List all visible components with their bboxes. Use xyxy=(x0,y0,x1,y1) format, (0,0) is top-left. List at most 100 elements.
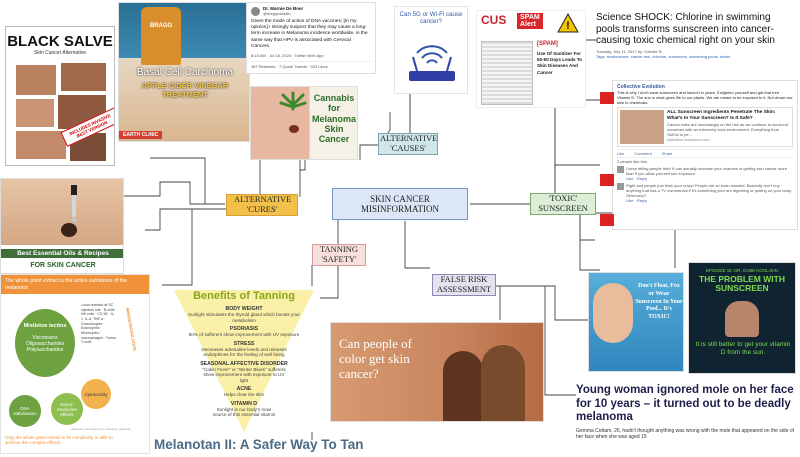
plant-node-3: Polysaccharides xyxy=(26,347,64,353)
spam-logo: CUS xyxy=(481,13,507,27)
fb-link-title: ALL Sunscreen Ingredients Penetrate The … xyxy=(667,110,776,121)
wifi-question: Can 5G or Wi-Fi cause cancer? xyxy=(399,11,463,26)
tanning-item-text: Decreases adrenaline levels and releases… xyxy=(201,346,287,358)
chlorine-article: Science SHOCK: Chlorine in swimming pool… xyxy=(596,12,796,72)
plant-immuno-label: IMMUNOMODULATION xyxy=(125,307,138,352)
triangle-bg xyxy=(174,290,314,432)
category-label: FALSE RISK ASSESSMENT xyxy=(436,274,492,294)
cannabis-card: Cannabis for Melanoma Skin Cancer xyxy=(250,86,358,160)
avatar xyxy=(251,6,260,16)
plant-node-2: Oligosaccharides xyxy=(25,341,65,347)
acv-tag: EARTH CLINIC xyxy=(119,131,163,139)
acv-bottle xyxy=(141,7,181,65)
tanning-item-heading: STRESS xyxy=(233,340,255,347)
essential-oils-card: Best Essential Oils & Recipes FOR SKIN C… xyxy=(0,178,124,274)
fb-like-button[interactable]: Like xyxy=(617,151,625,156)
color-skin-question: Can people of color get skin cancer? xyxy=(339,336,412,381)
fb-page-name: Collective Evolution xyxy=(617,84,665,90)
tanning-item-text: "Cabin Fever" or "Winter Blues" sufferer… xyxy=(202,366,286,383)
fb-likes-count: 2 people like this. xyxy=(617,159,648,164)
tweet-card: Dr. Marnie De Boer @drsgrpdoa4th Given t… xyxy=(246,2,376,74)
acv-brand: BRAGG xyxy=(149,23,173,29)
tanning-item-heading: VITAMIN D xyxy=(230,400,258,407)
video-caption: It is still better to get your vitamin D… xyxy=(695,341,791,356)
tweet-text: Given the mode of action of DNA vaccines… xyxy=(251,19,368,49)
mistletoe-diagram: The whole plant extract is the active su… xyxy=(0,274,150,454)
plant-cyto-node: Cytotoxicity xyxy=(81,379,111,409)
skin-photo-3 xyxy=(16,99,54,127)
center-node-label: SKIN CANCER MISINFORMATION xyxy=(360,193,439,214)
cannabis-text: Cannabis for Melanoma Skin Cancer xyxy=(311,93,356,145)
tweet-author-name: Dr. Marnie De Boer xyxy=(263,6,304,11)
tanning-title: Benefits of Tanning xyxy=(193,290,295,302)
spam-body: Use Of Sanitizer For 50-60 Days Leads To… xyxy=(537,51,583,75)
video-title: THE PROBLEM WITH SUNSCREEN xyxy=(699,274,785,294)
plant-dna-label: DNA stabilisation xyxy=(13,406,37,416)
person-1 xyxy=(443,351,483,421)
mole-article: Young woman ignored mole on her face for… xyxy=(576,384,798,454)
chlorine-tags: Tags: avobenzone, cancer risk, chlorine,… xyxy=(596,53,731,59)
plant-center-label: Mistletoe lectins xyxy=(23,323,67,329)
black-salve-title: BLACK SALVE xyxy=(7,33,113,50)
person-2 xyxy=(481,345,525,421)
mole-body: Gemma Cottam, 26, hadn't thought anythin… xyxy=(576,427,795,441)
plant-neuro-node: Neuro-endocrine effects xyxy=(51,393,83,425)
router-icon xyxy=(409,45,455,81)
category-alternative-cures: ALTERNATIVE 'CURES' xyxy=(226,194,298,216)
fb-post-text: This is why I don't wear sunscreen and h… xyxy=(617,90,793,105)
category-tanning-safety: TANNING 'SAFETY' xyxy=(312,244,366,266)
tweet-meta: 8:15 AM · Jul 18, 2020 · Twitter Web App xyxy=(251,53,324,59)
plant-center-node: Mistletoe lectins Viscotoxins Oligosacch… xyxy=(15,309,75,377)
red-highlight-bar xyxy=(600,214,614,226)
plant-footer: Only the whole plant extract in its comp… xyxy=(5,435,113,446)
fb-link-text: Cancer rates are increasingly on the ris… xyxy=(667,121,788,137)
dont-float-card: Don't Float, Fox or Wear Sunscreen In Yo… xyxy=(588,272,684,372)
sunscreen-video-card: EPISODE 16: DR. GABE KOOLJIAN THE PROBLE… xyxy=(688,262,796,374)
acv-line2: APPLE CIDER VINEGAR TREATMENT xyxy=(141,81,229,99)
avatar xyxy=(617,183,624,190)
cannabis-leaf-icon xyxy=(279,91,307,111)
melanoma-spot xyxy=(61,223,77,237)
tanning-item-text: Helps clear the skin xyxy=(223,392,265,397)
plant-dna-node: DNA stabilisation xyxy=(9,395,41,427)
fb-comment-2-actions[interactable]: Like · Reply xyxy=(626,198,648,203)
plant-header: The whole plant extract is the active su… xyxy=(1,275,149,294)
category-label: ALTERNATIVE 'CAUSES' xyxy=(380,133,438,153)
alert-badge-text: Alert xyxy=(520,21,536,28)
oils-subtitle: FOR SKIN CANCER xyxy=(30,262,96,269)
category-false-risk: FALSE RISK ASSESSMENT xyxy=(432,274,496,296)
acv-card: BRAGG Basal Cell Carcinoma APPLE CIDER V… xyxy=(118,2,250,142)
tanning-item-text: Sunlight is our body's main source of th… xyxy=(212,406,276,418)
svg-text:!: ! xyxy=(566,20,570,32)
melanotan-title: Melanotan II: A Safer Way To Tan xyxy=(154,437,364,452)
category-label: TANNING 'SAFETY' xyxy=(319,244,359,264)
video-episode: EPISODE 16: DR. GABE KOOLJIAN xyxy=(706,268,778,273)
tanning-item-text: Sunlight stimulates the thyroid gland wh… xyxy=(188,312,300,323)
plant-neuro-label: Neuro-endocrine effects xyxy=(57,401,77,417)
black-salve-subtitle: Skin Cancer Alternative xyxy=(34,50,86,56)
fb-comment-2: Right and people just think your crazy! … xyxy=(626,183,792,198)
acv-line1: Basal Cell Carcinoma xyxy=(136,67,234,78)
category-alternative-causes: ALTERNATIVE 'CAUSES' xyxy=(378,133,438,155)
facebook-post: Collective Evolution This is why I don't… xyxy=(612,80,798,230)
mole-headline: Young woman ignored mole on her face for… xyxy=(576,384,794,424)
child-face xyxy=(593,283,633,343)
tanning-item-heading: BODY WEIGHT xyxy=(225,306,263,312)
plant-node-1: Viscotoxins xyxy=(32,335,58,341)
fb-comment-1-actions[interactable]: Like · Reply xyxy=(626,176,648,181)
skin-photo-1 xyxy=(16,65,56,95)
fb-share-button[interactable]: Share xyxy=(661,151,673,156)
spam-badge: SPAM Alert xyxy=(517,13,543,29)
tanning-item-text: 80% of sufferers show improvement with U… xyxy=(188,332,300,337)
fb-link-url: collective-evolution.com xyxy=(667,136,710,142)
wifi-card: Can 5G or Wi-Fi cause cancer? xyxy=(394,6,468,94)
fb-comment-button[interactable]: Comment xyxy=(634,151,652,156)
skin-photo-2 xyxy=(61,63,106,91)
plant-right-list: Local reaction at SC injection site · B … xyxy=(81,303,117,345)
skin-photo-5 xyxy=(16,131,66,159)
tweet-stats: 387 Retweets · 7 Quote Tweets · 923 Like… xyxy=(251,61,371,69)
tanning-item-heading: ACNE xyxy=(236,386,252,392)
red-highlight-bar xyxy=(600,92,614,104)
